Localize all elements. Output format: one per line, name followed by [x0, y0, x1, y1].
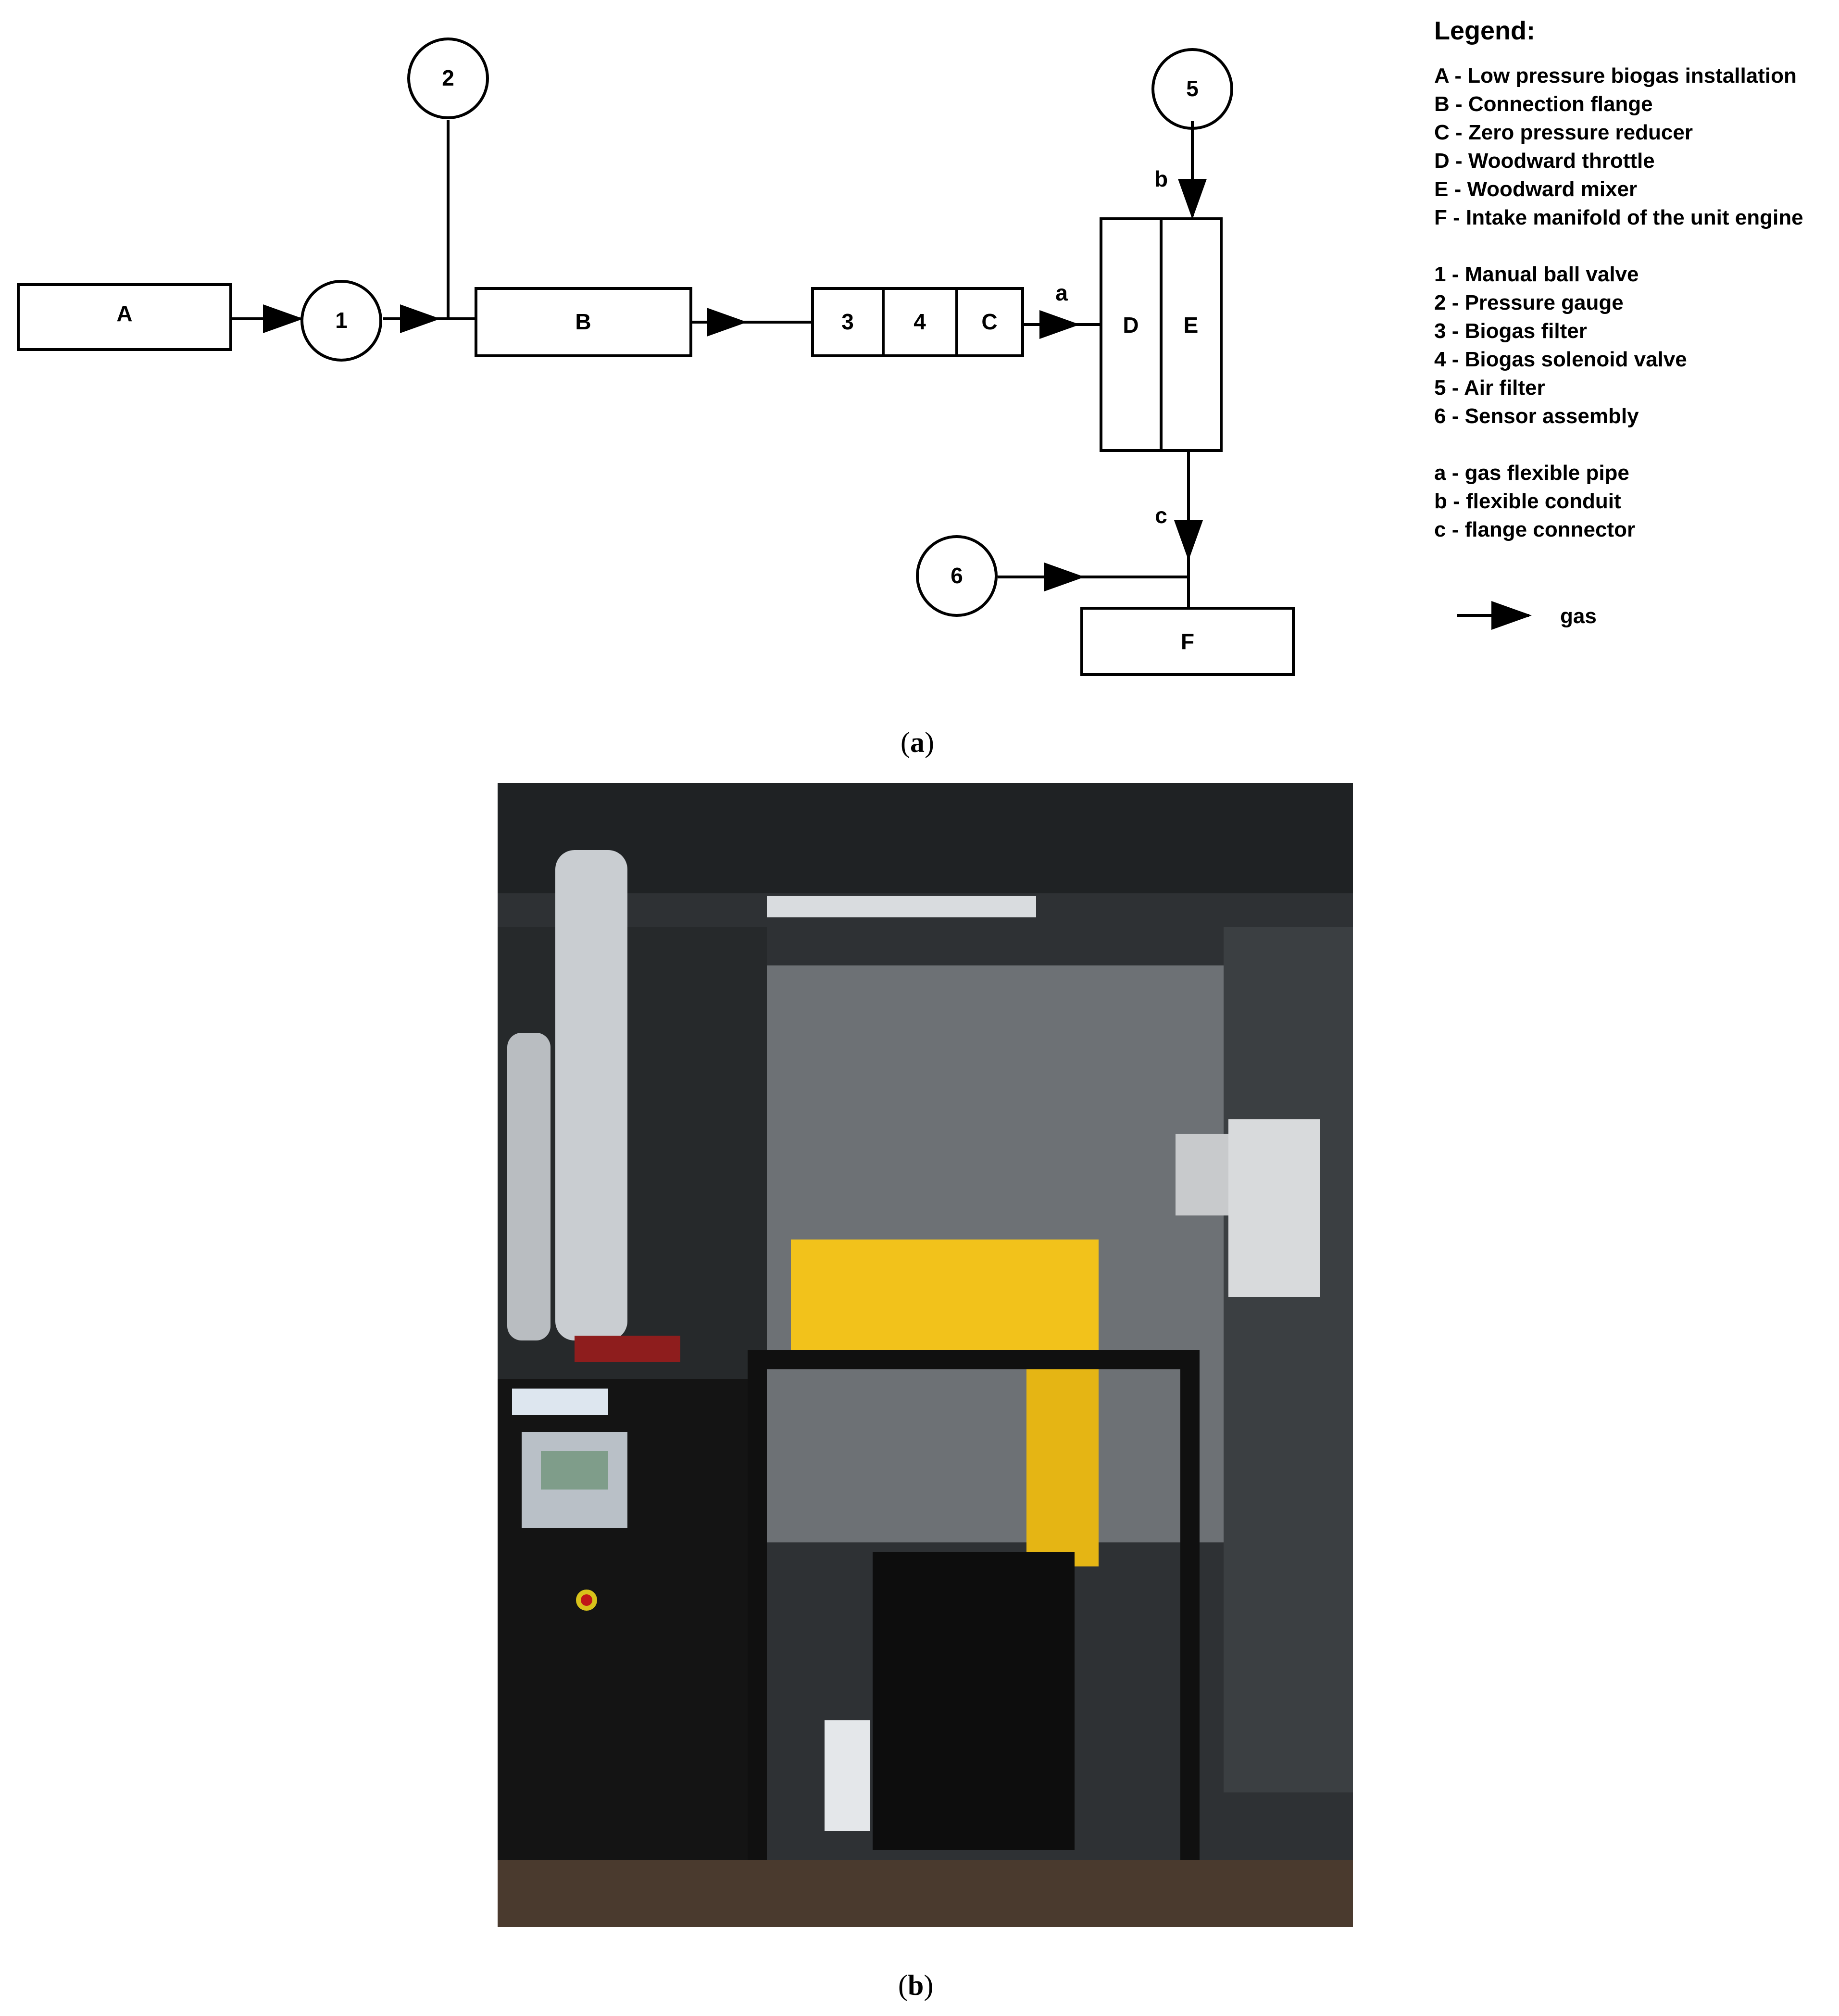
legend-pipe-c: c - flange connector	[1434, 518, 1635, 541]
legend-number-4: 4 - Biogas solenoid valve	[1434, 348, 1687, 371]
legend-letter-C: C - Zero pressure reducer	[1434, 121, 1693, 144]
legend-letter-D: D - Woodward throttle	[1434, 149, 1655, 173]
box-B	[475, 287, 692, 357]
legend-number-1: 1 - Manual ball valve	[1434, 263, 1639, 286]
label-F: F	[1181, 629, 1194, 654]
legend-number-3: 3 - Biogas filter	[1434, 319, 1587, 343]
legend-letter-A: A - Low pressure biogas installation	[1434, 64, 1797, 88]
label-E: E	[1184, 313, 1199, 338]
emergency-stop-button	[581, 1594, 592, 1606]
pipe-label-c: c	[1155, 503, 1167, 528]
circle-6	[916, 535, 998, 617]
electrical-box	[1228, 1119, 1320, 1297]
red-flange	[575, 1336, 680, 1362]
ceiling	[498, 783, 1353, 893]
label-1: 1	[335, 308, 348, 333]
box-F	[1080, 607, 1295, 676]
flow-diagram: A B 3 4 C D E F 1 2 5 6 a b c Legend: A …	[17, 16, 1803, 676]
pipe-label-b: b	[1154, 166, 1168, 191]
controller-screen	[541, 1451, 608, 1490]
legend-letter-E: E - Woodward mixer	[1434, 177, 1637, 201]
legend-number-6: 6 - Sensor assembly	[1434, 404, 1639, 428]
legend-number-2: 2 - Pressure gauge	[1434, 291, 1624, 314]
caption-a-letter: a	[910, 726, 925, 758]
insulated-pipe-branch	[507, 1033, 550, 1340]
caption-a: (a)	[901, 726, 934, 758]
circle-2	[407, 38, 489, 119]
circle-5	[1151, 48, 1233, 130]
label-2: 2	[442, 65, 454, 90]
yellow-air-filter-housing	[791, 1240, 1099, 1365]
label-3: 3	[841, 309, 854, 334]
cabinet-label	[512, 1389, 608, 1415]
yellow-intake-duct	[1026, 1350, 1099, 1566]
legend-letter-B: B - Connection flange	[1434, 92, 1653, 116]
caption-b-letter: b	[907, 1969, 924, 2001]
legend-letter-F: F - Intake manifold of the unit engine	[1434, 206, 1803, 229]
legend-gas-label: gas	[1560, 604, 1597, 628]
legend-number-5: 5 - Air filter	[1434, 376, 1545, 400]
insulated-pipe	[555, 850, 627, 1340]
right-wall	[1224, 927, 1353, 1792]
label-B: B	[575, 309, 591, 334]
circle-1	[300, 280, 382, 362]
floor	[498, 1860, 1353, 1927]
label-6: 6	[951, 563, 963, 588]
label-5: 5	[1186, 76, 1199, 101]
label-A: A	[116, 301, 132, 326]
legend-title: Legend:	[1434, 16, 1535, 45]
legend-pipe-b: b - flexible conduit	[1434, 489, 1621, 513]
label-C: C	[981, 309, 997, 334]
caption-b: (b)	[898, 1969, 934, 2001]
box-A	[17, 283, 232, 351]
coolant-canister	[825, 1720, 870, 1831]
label-D: D	[1123, 313, 1138, 338]
installation-photo	[498, 783, 1353, 1927]
radiator	[873, 1552, 1075, 1850]
box-filter-valve-reducer	[811, 287, 1024, 357]
legend-pipe-a: a - gas flexible pipe	[1434, 461, 1629, 485]
pipe-label-a: a	[1055, 280, 1068, 305]
electrical-box-small	[1176, 1134, 1228, 1215]
ceiling-lamp	[767, 896, 1036, 917]
label-4: 4	[913, 309, 926, 334]
legend: Legend: A - Low pressure biogas installa…	[1434, 16, 1803, 628]
